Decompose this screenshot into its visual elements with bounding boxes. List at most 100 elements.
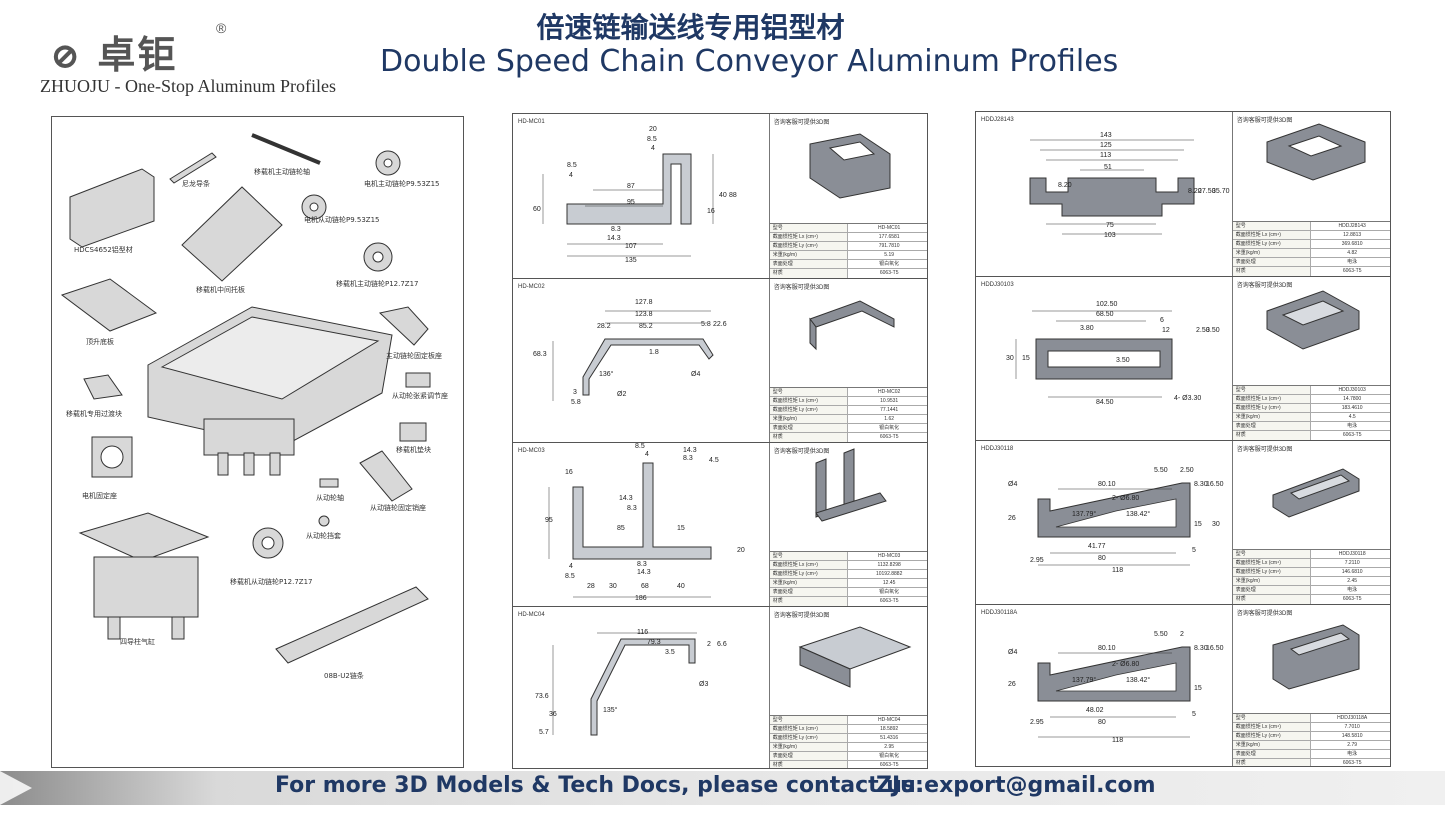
iso-view-icon bbox=[1266, 123, 1366, 181]
profile-code: HD-MC04 bbox=[518, 612, 545, 618]
dimension-label: 107 bbox=[625, 243, 637, 250]
dimension-label: 3.80 bbox=[1080, 325, 1094, 332]
iso-view-icon bbox=[814, 448, 887, 522]
dimension-label: 28 bbox=[587, 583, 595, 590]
part-label: 尼龙导条 bbox=[182, 180, 210, 188]
dimension-label: 30 bbox=[1212, 521, 1220, 528]
dimension-label: 2.50 bbox=[1180, 467, 1194, 474]
profile-sheet-hddj30118a: HDDJ30118A 5.50 2 Ø4 80.10 2- Ø6.80 8.30… bbox=[976, 605, 1390, 766]
dimension-label: 40 bbox=[719, 192, 727, 199]
assembly-panel: 尼龙导条 移载机主动链轮轴 电机主动链轮P9.53Z15 HDCS4652铝型材… bbox=[51, 116, 464, 768]
profile-sheet-hd-mc02: HD-MC02 127.8 123.8 28.2 85.2 5.8 22.6 6… bbox=[513, 279, 927, 443]
dimension-label: 127.8 bbox=[635, 299, 653, 306]
dimension-label: 3.50 bbox=[1116, 357, 1130, 364]
dimension-label: 15 bbox=[1194, 685, 1202, 692]
part-label: 移载机专用过渡块 bbox=[66, 410, 122, 418]
part-label: 移载机垫块 bbox=[396, 446, 431, 454]
dimension-label: 2- Ø6.80 bbox=[1112, 661, 1140, 668]
profile-sheet-hd-mc03: HD-MC03 8.5 4 14.3 8.3 4.5 16 14.3 8.3 9… bbox=[513, 443, 927, 607]
dimension-label: 73.6 bbox=[535, 693, 549, 700]
dimension-label: 3.50 bbox=[1206, 327, 1220, 334]
dimension-label: 95 bbox=[545, 517, 553, 524]
dimension-label: 85 bbox=[617, 525, 625, 532]
dimension-label: 26 bbox=[1008, 515, 1016, 522]
tension-seat-part bbox=[405, 372, 431, 388]
iso-caption: 咨询客服可提供3D图 bbox=[1236, 611, 1293, 617]
dimension-label: 5.50 bbox=[1154, 631, 1168, 638]
dimension-label: 186 bbox=[635, 595, 647, 602]
registered-mark: ® bbox=[216, 20, 227, 36]
dimension-label: Ø4 bbox=[1008, 481, 1018, 488]
dimension-label: 8.5 bbox=[647, 136, 657, 143]
part-label: 移载机从动链轮P12.7Z17 bbox=[230, 578, 313, 586]
dimension-label: 15 bbox=[1194, 521, 1202, 528]
dimension-label: 8.5 bbox=[567, 162, 577, 169]
profile-drawing bbox=[542, 153, 714, 257]
dimension-label: 36 bbox=[549, 711, 557, 718]
shaft-part bbox=[251, 133, 321, 165]
part-label: 电机主动链轮P9.53Z15 bbox=[364, 180, 440, 188]
dimension-label: 138.42° bbox=[1126, 511, 1151, 518]
drawing-area: HDDJ30118 5.50 2.50 Ø4 80.10 2- Ø6.80 8.… bbox=[976, 441, 1233, 604]
iso-view-icon bbox=[1266, 290, 1360, 350]
profile-sheet-hd-mc04: HD-MC04 116 79.3 3.5 2 6.6 73.6 36 135° … bbox=[513, 607, 927, 768]
drawing-area: HD-MC01 20 8.5 4 8.5 4 87 95 60 8.3 bbox=[513, 114, 770, 278]
iso-caption: 咨询客服可提供3D图 bbox=[773, 613, 830, 619]
dimension-label: 80 bbox=[1098, 719, 1106, 726]
dimension-label: 26 bbox=[1008, 681, 1016, 688]
dimension-label: 15 bbox=[677, 525, 685, 532]
logo-glyph-icon: ⊘ bbox=[50, 35, 83, 77]
profile-code: HD-MC01 bbox=[518, 119, 545, 125]
footer-email[interactable]: ZJu.export@gmail.com bbox=[876, 773, 1156, 798]
part-label: 移载机中间托板 bbox=[196, 286, 245, 294]
iso-caption: 咨询客服可提供3D图 bbox=[773, 285, 830, 291]
dimension-label: 20 bbox=[649, 126, 657, 133]
dimension-label: 68.3 bbox=[533, 351, 547, 358]
dimension-label: 20 bbox=[737, 547, 745, 554]
dimension-label: 4 bbox=[651, 145, 655, 152]
dimension-label: 85.2 bbox=[639, 323, 653, 330]
dimension-label: 135° bbox=[603, 707, 618, 714]
dimension-label: 116 bbox=[637, 629, 649, 636]
part-label: 08B-U2链条 bbox=[324, 672, 364, 680]
arrow-icon bbox=[0, 771, 32, 805]
title-chinese-text: 倍速链输送线专用铝型材 bbox=[536, 11, 845, 44]
dimension-label: 2 bbox=[1180, 631, 1184, 638]
profile-sheet-hddj30118: HDDJ30118 5.50 2.50 Ø4 80.10 2- Ø6.80 8.… bbox=[976, 441, 1390, 605]
dimension-label: 137.79° bbox=[1072, 511, 1097, 518]
dimension-label: 8.30 bbox=[1194, 645, 1208, 652]
dimension-label: 15 bbox=[1022, 355, 1030, 362]
dimension-label: 5.8 bbox=[701, 321, 711, 328]
dimension-label: 30 bbox=[609, 583, 617, 590]
dimension-label: 123.8 bbox=[635, 311, 653, 318]
hdcs4652-profile-part bbox=[69, 168, 155, 248]
part-label: 从动轮挡套 bbox=[306, 532, 341, 540]
part-label: 从动轮张紧调节座 bbox=[392, 392, 448, 400]
part-label: 从动轮轴 bbox=[316, 494, 344, 502]
iso-view-icon bbox=[808, 300, 895, 351]
dimension-label: 60 bbox=[533, 206, 541, 213]
iso-caption: 咨询客服可提供3D图 bbox=[773, 449, 830, 455]
dimension-label: 51 bbox=[1104, 164, 1112, 171]
dimension-label: 2.95 bbox=[1030, 557, 1044, 564]
dimension-label: 8.5 bbox=[635, 443, 645, 450]
part-label: 移载机主动链轮轴 bbox=[254, 168, 310, 176]
dimension-label: 2- Ø6.80 bbox=[1112, 495, 1140, 502]
dimension-label: 16 bbox=[707, 208, 715, 215]
dimension-label: 80.10 bbox=[1098, 481, 1116, 488]
profile-panel-right: HDDJ28143 143 125 113 51 8.20 75 103 8.2… bbox=[975, 111, 1391, 767]
brand-tagline: ZHUOJU - One-Stop Aluminum Profiles bbox=[40, 76, 336, 96]
dimension-label: 95 bbox=[627, 199, 635, 206]
dimension-label: 137.79° bbox=[1072, 677, 1097, 684]
dimension-label: 103 bbox=[1104, 232, 1116, 239]
dimension-label: 2.50 bbox=[1196, 327, 1210, 334]
dimension-label: 138.42° bbox=[1126, 677, 1151, 684]
iso-view-icon bbox=[798, 626, 912, 688]
